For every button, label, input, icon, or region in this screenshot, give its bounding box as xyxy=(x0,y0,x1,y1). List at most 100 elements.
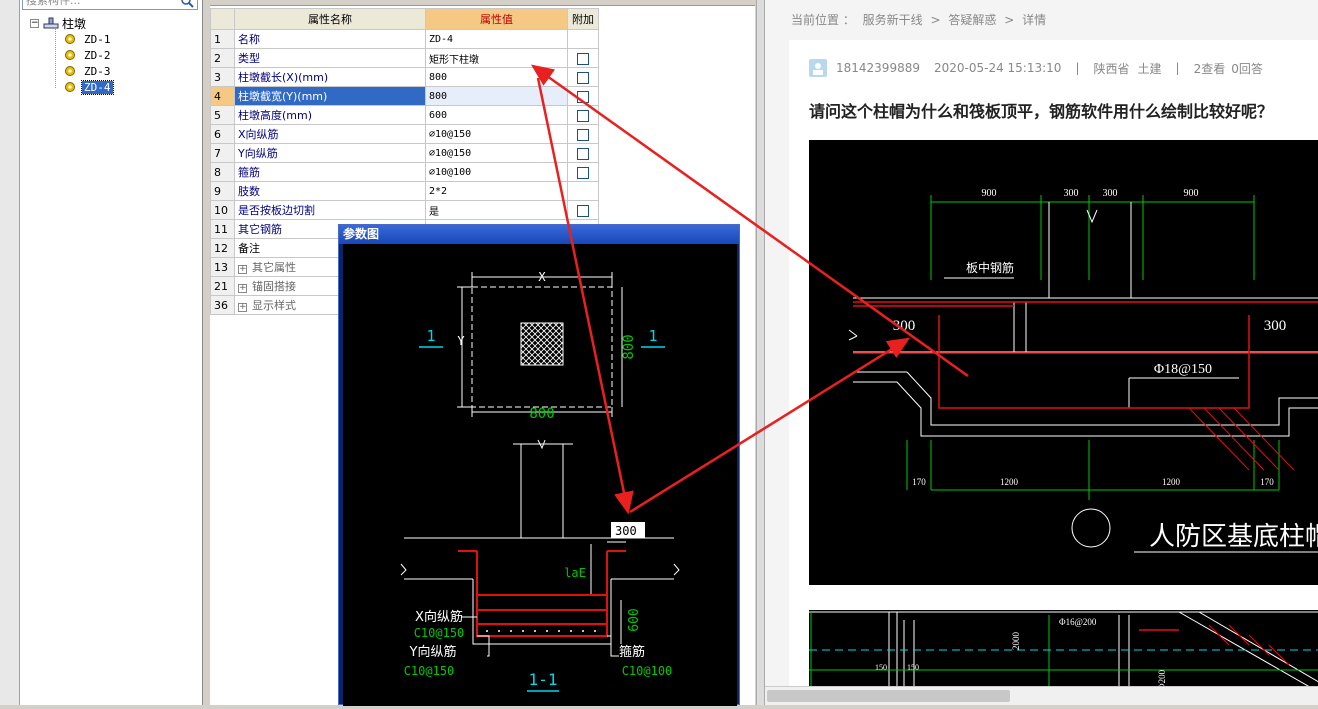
cad1-dim: 1200 xyxy=(1000,477,1019,487)
tree-item-zd4[interactable]: ZD-4 xyxy=(64,79,114,95)
extra-checkbox[interactable] xyxy=(577,128,589,141)
cad-image-1[interactable]: 900 300 300 900 xyxy=(809,140,1318,585)
dim-600-label[interactable]: 600 xyxy=(627,608,642,631)
tree-connector xyxy=(55,24,56,88)
extra-checkbox[interactable] xyxy=(577,109,589,122)
cad2-dim: Φ200 xyxy=(1157,669,1167,690)
property-name[interactable]: 柱墩高度(mm) xyxy=(234,105,426,125)
horizontal-scrollbar[interactable] xyxy=(765,686,1318,705)
window-splitter[interactable] xyxy=(756,0,765,705)
extra-checkbox[interactable] xyxy=(577,147,589,160)
property-value[interactable]: ⌀10@150 xyxy=(425,143,568,163)
property-name[interactable]: 是否按板边切割 xyxy=(234,200,426,220)
meta-separator: | xyxy=(1075,61,1080,75)
property-name[interactable]: 类型 xyxy=(234,48,426,68)
property-name-label: 箍筋 xyxy=(238,166,260,179)
scroll-thumb[interactable] xyxy=(767,690,1010,702)
component-tree-panel: 搜索构件... − 柱墩 ZD-1 ZD-2 ZD-3 ZD-4 xyxy=(20,0,203,705)
extra-cell xyxy=(567,181,599,201)
property-name[interactable]: 箍筋 xyxy=(234,162,426,182)
search-input[interactable]: 搜索构件... xyxy=(22,0,198,10)
question-datetime: 2020-05-24 15:13:10 xyxy=(933,61,1062,75)
tree-item-label: ZD-4 xyxy=(81,79,114,95)
collapse-icon[interactable]: − xyxy=(30,17,39,28)
property-value[interactable]: 800 xyxy=(425,86,568,106)
cad2-rebar: Φ16@200 xyxy=(1059,617,1097,627)
property-value[interactable]: ⌀10@100 xyxy=(425,162,568,182)
tree-item-label: ZD-2 xyxy=(84,48,111,62)
cad-drawing-1: 900 300 300 900 xyxy=(848,188,1318,553)
question-user[interactable]: 18142399889 xyxy=(836,61,920,75)
property-value[interactable]: 600 xyxy=(425,105,568,125)
breadcrumb-link-service[interactable]: 服务新干线 xyxy=(862,13,923,27)
property-name[interactable]: 柱墩截长(X)(mm) xyxy=(234,67,426,87)
property-name-label: 肢数 xyxy=(238,185,260,198)
dim-300-label[interactable]: 300 xyxy=(615,524,637,538)
property-value[interactable]: 800 xyxy=(425,67,568,87)
stirrup-value[interactable]: C10@100 xyxy=(622,664,673,678)
property-name-label: 其它属性 xyxy=(252,261,296,274)
question-category: 土建 xyxy=(1137,61,1162,76)
tree-item-zd2[interactable]: ZD-2 xyxy=(64,47,113,63)
header-value[interactable]: 属性值 xyxy=(425,8,568,30)
extra-checkbox[interactable] xyxy=(577,204,589,217)
breadcrumb: 当前位置 ： 服务新干线 > 答疑解惑 > 详情 xyxy=(791,11,1050,28)
dim-800-vertical[interactable]: 800 xyxy=(621,334,637,359)
property-value[interactable]: 2*2 xyxy=(425,181,568,201)
tree-root-node[interactable]: − 柱墩 xyxy=(30,15,86,31)
extra-checkbox[interactable] xyxy=(577,90,589,103)
tree-item-zd3[interactable]: ZD-3 xyxy=(64,63,113,79)
breadcrumb-sep: > xyxy=(930,13,941,27)
extra-checkbox[interactable] xyxy=(577,71,589,84)
cad2-dim: 150 xyxy=(875,663,887,672)
property-name[interactable]: X向纵筋 xyxy=(234,124,426,144)
avatar[interactable] xyxy=(809,59,827,77)
property-value[interactable]: 矩形下柱墩 xyxy=(425,48,568,68)
property-name[interactable]: Y向纵筋 xyxy=(234,143,426,163)
parameter-window-title[interactable]: 参数图 xyxy=(339,225,739,244)
question-region: 陕西省 xyxy=(1093,61,1130,76)
row-number: 12 xyxy=(210,238,235,258)
cad-image-2[interactable]: Φ16@200 2000 150 150 Φ200 xyxy=(809,610,1318,700)
row-number: 21 xyxy=(210,276,235,296)
property-name[interactable]: 柱墩截宽(Y)(mm) xyxy=(234,86,426,106)
y-rebar-value[interactable]: C10@150 xyxy=(404,664,455,678)
cad1-dim: 1200 xyxy=(1162,477,1181,487)
search-icon[interactable] xyxy=(180,0,194,8)
header-extra[interactable]: 附加 xyxy=(567,8,599,30)
breadcrumb-link-qa[interactable]: 答疑解惑 xyxy=(948,13,997,27)
rebar-u-bar xyxy=(476,551,608,637)
expand-icon[interactable]: + xyxy=(238,283,247,293)
property-value[interactable]: 是 xyxy=(425,200,568,220)
property-name[interactable]: 名称 xyxy=(234,29,426,49)
property-name-label: 柱墩高度(mm) xyxy=(238,109,313,122)
property-value[interactable]: ZD-4 xyxy=(425,29,568,49)
expand-icon[interactable]: + xyxy=(238,264,247,274)
splitter[interactable] xyxy=(204,0,210,705)
tree-item-zd1[interactable]: ZD-1 xyxy=(64,31,113,47)
extra-checkbox[interactable] xyxy=(577,52,589,65)
header-name[interactable]: 属性名称 xyxy=(234,8,426,30)
x-rebar-value[interactable]: C10@150 xyxy=(414,626,465,640)
cad-drawing-2: Φ16@200 2000 150 150 Φ200 xyxy=(809,611,1318,698)
question-views: 2查看 xyxy=(1193,61,1226,76)
property-value[interactable]: ⌀10@150 xyxy=(425,124,568,144)
expand-icon[interactable]: + xyxy=(238,302,247,312)
meta-separator: | xyxy=(1175,61,1180,75)
section-mark-left: 1 xyxy=(426,327,435,345)
extra-checkbox[interactable] xyxy=(577,166,589,179)
dim-800-horizontal[interactable]: 800 xyxy=(529,406,554,422)
row-number: 7 xyxy=(210,143,235,163)
dim-300-box[interactable] xyxy=(611,522,645,538)
property-name[interactable]: 肢数 xyxy=(234,181,426,201)
